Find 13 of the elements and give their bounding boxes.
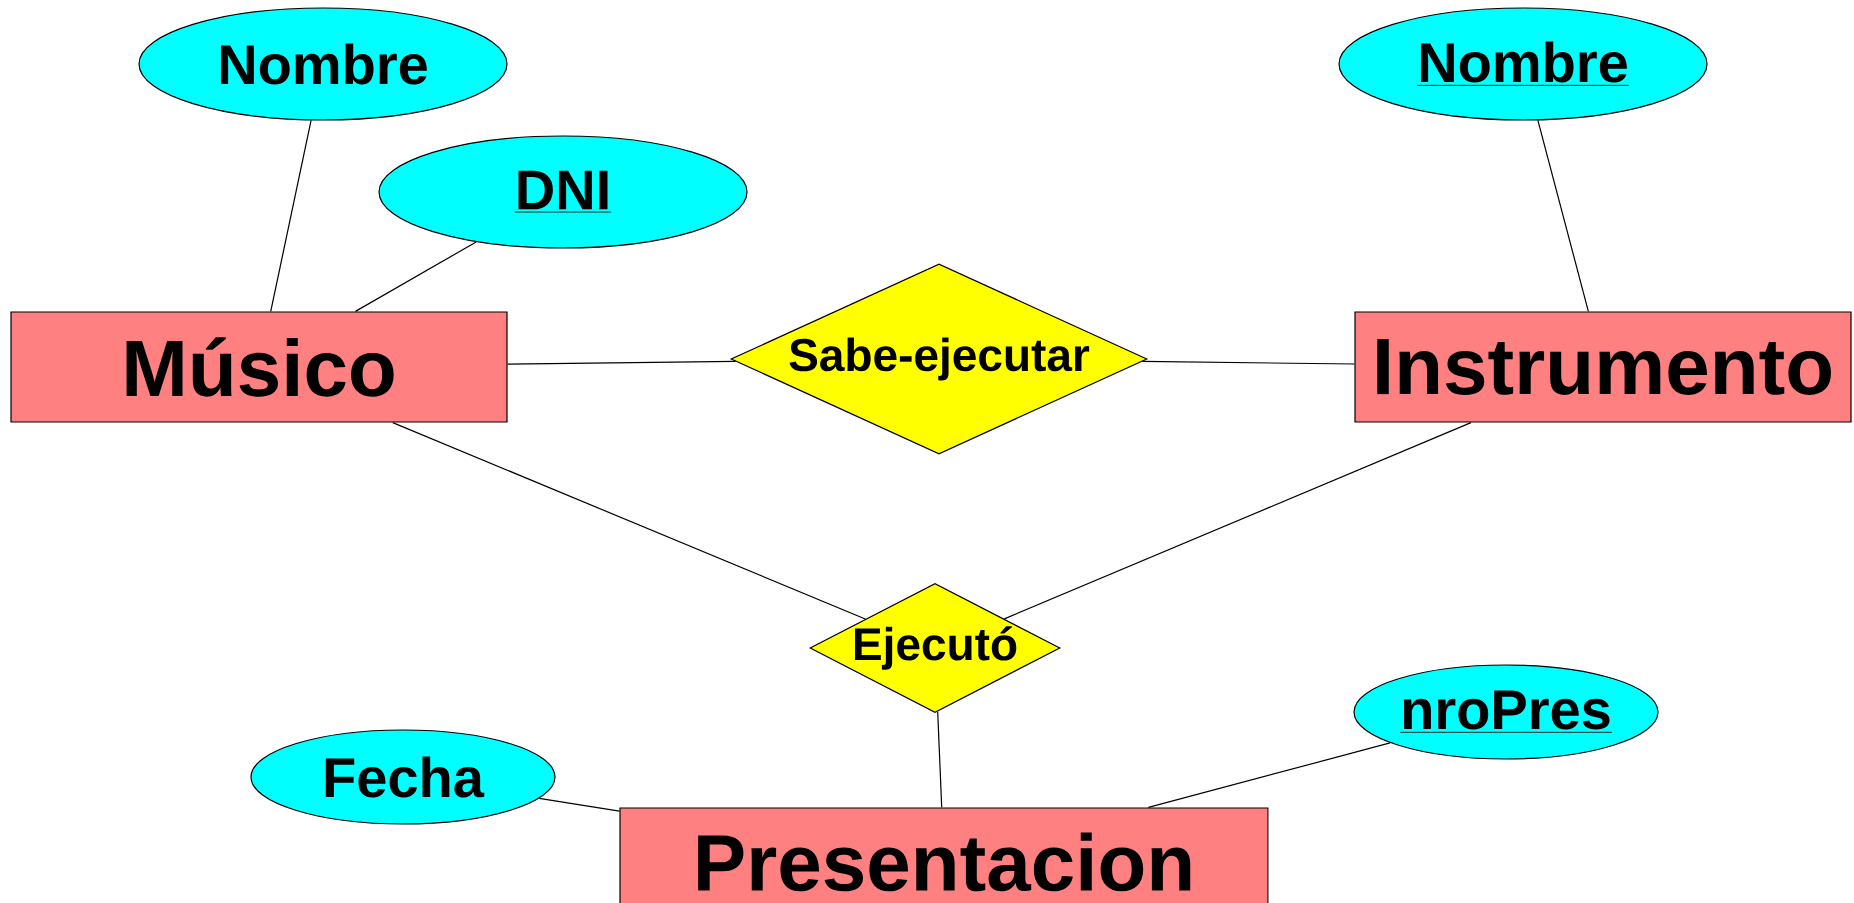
connector-line bbox=[1537, 119, 1589, 312]
entity-box: Presentacion bbox=[619, 807, 1269, 903]
entity-box: Músico bbox=[10, 311, 508, 423]
connector-line bbox=[937, 711, 943, 808]
connector-line bbox=[1141, 360, 1355, 365]
connector-line bbox=[354, 241, 477, 312]
connector-line bbox=[1147, 742, 1391, 808]
connector-line bbox=[507, 360, 737, 365]
connector-line bbox=[538, 797, 620, 812]
connector-line bbox=[1003, 422, 1472, 620]
entity-box: Instrumento bbox=[1354, 311, 1852, 423]
connector-line bbox=[270, 119, 312, 312]
connector-line bbox=[392, 422, 866, 620]
